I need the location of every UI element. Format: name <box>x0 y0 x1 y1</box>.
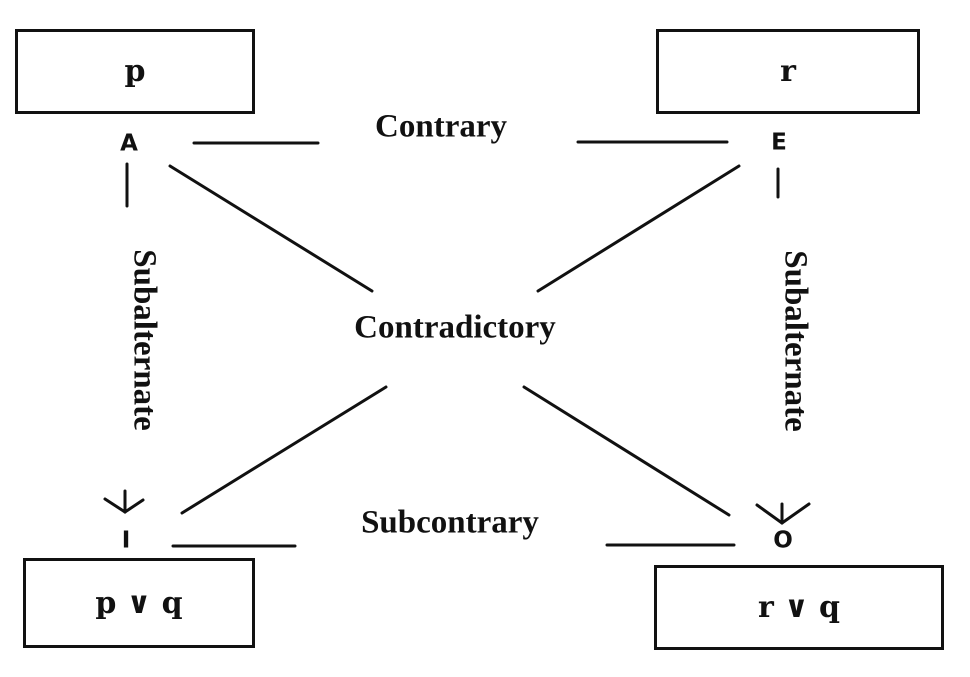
subalternate-arrow-left <box>103 489 145 514</box>
corner-label-e: E <box>771 129 787 156</box>
box-top-left-text: p <box>124 54 146 89</box>
corner-label-i: I <box>121 527 131 554</box>
box-bottom-right: r ∨ q <box>654 565 944 650</box>
corner-label-o: O <box>773 527 793 554</box>
box-bottom-right-text: r ∨ q <box>757 590 841 625</box>
label-contrary: Contrary <box>375 108 507 145</box>
label-subalternate-right: Subalternate <box>777 250 814 432</box>
contradictory-line-e-upper <box>536 164 741 293</box>
contradictory-line-a-upper <box>168 164 374 293</box>
box-top-right: r <box>656 29 920 114</box>
contradictory-line-o-lower <box>522 385 731 517</box>
label-subcontrary: Subcontrary <box>361 504 539 541</box>
subalternate-arrow-right <box>755 502 811 525</box>
box-bottom-left: p ∨ q <box>23 558 255 648</box>
label-subalternate-left: Subalternate <box>126 249 163 431</box>
label-contradictory: Contradictory <box>354 309 556 346</box>
corner-label-a: A <box>120 130 138 157</box>
contradictory-line-i-lower <box>180 385 388 515</box>
box-top-right-text: r <box>780 54 796 89</box>
box-top-left: p <box>15 29 255 114</box>
box-bottom-left-text: p ∨ q <box>95 585 183 621</box>
